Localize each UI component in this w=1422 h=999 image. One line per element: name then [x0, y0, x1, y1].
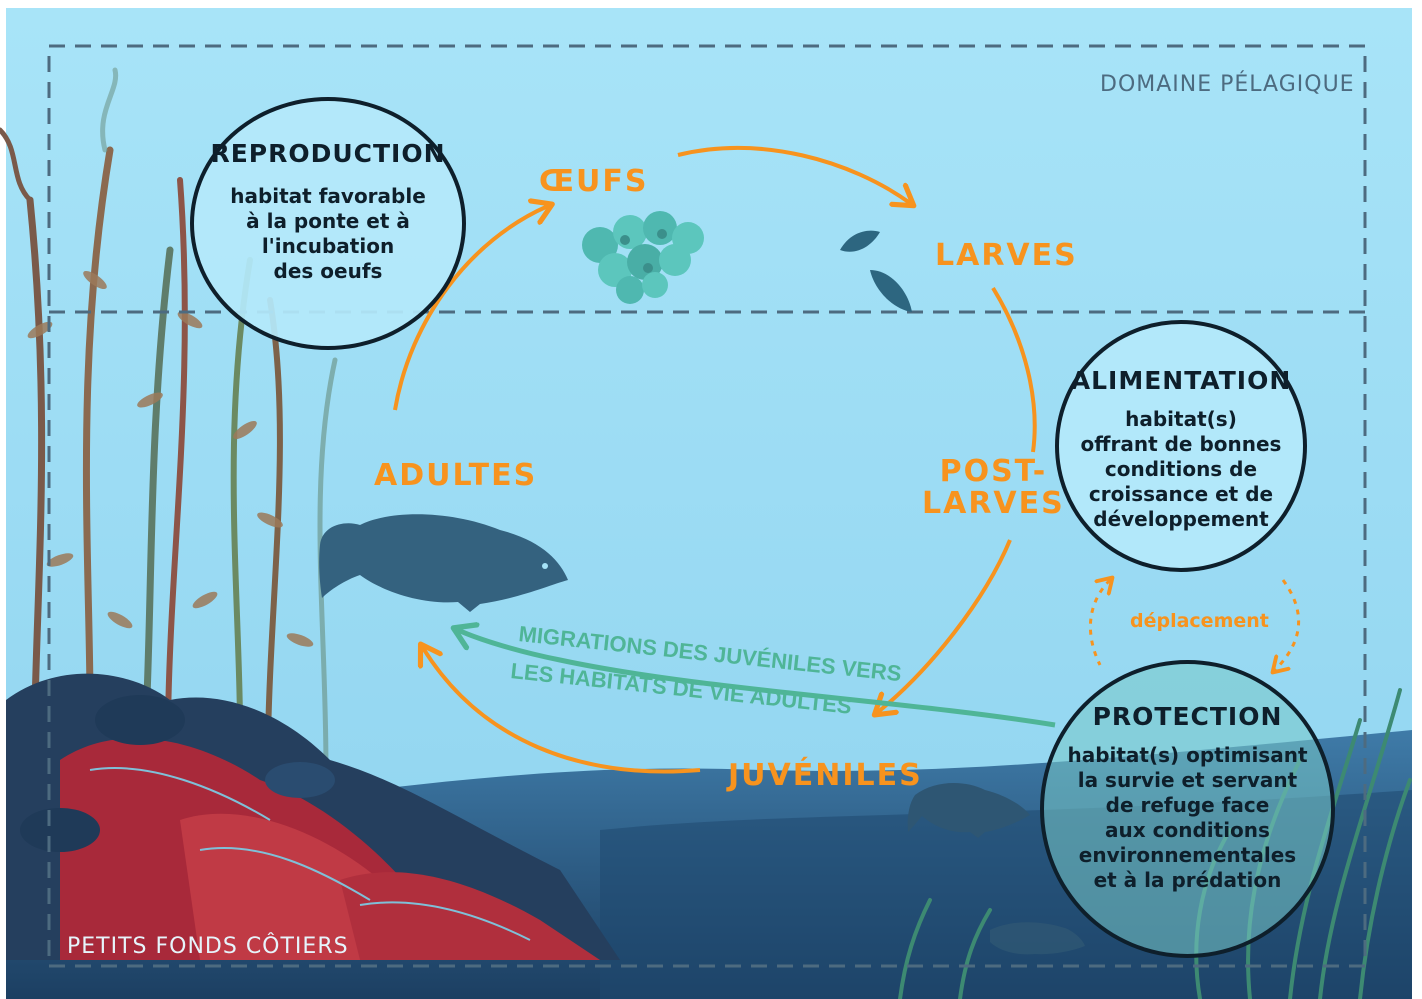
rock-icon [6, 673, 620, 960]
reproduction-circle: REPRODUCTION habitat favorable à la pont… [190, 97, 466, 350]
fish-adult-icon [319, 514, 568, 612]
alimentation-title: ALIMENTATION [1070, 366, 1292, 395]
protection-title: PROTECTION [1092, 702, 1283, 731]
alimentation-circle: ALIMENTATION habitat(s) offrant de bonne… [1055, 320, 1307, 572]
egg-cluster-icon [582, 211, 704, 304]
stage-eggs: ŒUFS [539, 164, 649, 199]
zone-label-coastal: PETITS FONDS CÔTIERS [67, 934, 349, 959]
cycle-arrows [393, 146, 1301, 774]
zone-border [47, 44, 1367, 968]
protection-circle: PROTECTION habitat(s) optimisant la surv… [1040, 660, 1335, 958]
protection-text: habitat(s) optimisant la survie et serva… [1067, 743, 1308, 892]
arrow-eggs-to-larvae [677, 146, 910, 203]
larva-icon [840, 230, 912, 312]
migration-arrow [458, 630, 1056, 728]
stage-adults: ADULTES [374, 458, 538, 493]
arrow-postlarvae-to-juveniles [878, 539, 1012, 712]
alimentation-text: habitat(s) offrant de bonnes conditions … [1080, 407, 1282, 531]
stage-larvae: LARVES [935, 238, 1078, 273]
reproduction-title: REPRODUCTION [210, 139, 446, 168]
arrow-movement-right [1275, 579, 1301, 670]
movement-label: déplacement [1130, 610, 1269, 632]
arrow-juveniles-to-adults [423, 648, 701, 774]
arrow-larvae-to-postlarvae [991, 286, 1037, 453]
arrow-movement-left [1088, 580, 1110, 666]
stage-juveniles: JUVÉNILES [728, 758, 923, 793]
stage-postlarvae: POST- LARVES [922, 454, 1065, 521]
reproduction-text: habitat favorable à la ponte et à l'incu… [230, 184, 426, 283]
zone-label-pelagic: DOMAINE PÉLAGIQUE [1100, 72, 1355, 97]
fish-juvenile-icon [907, 783, 1085, 955]
arrow-adults-to-eggs [393, 206, 548, 411]
kelp-leaves [27, 270, 314, 647]
